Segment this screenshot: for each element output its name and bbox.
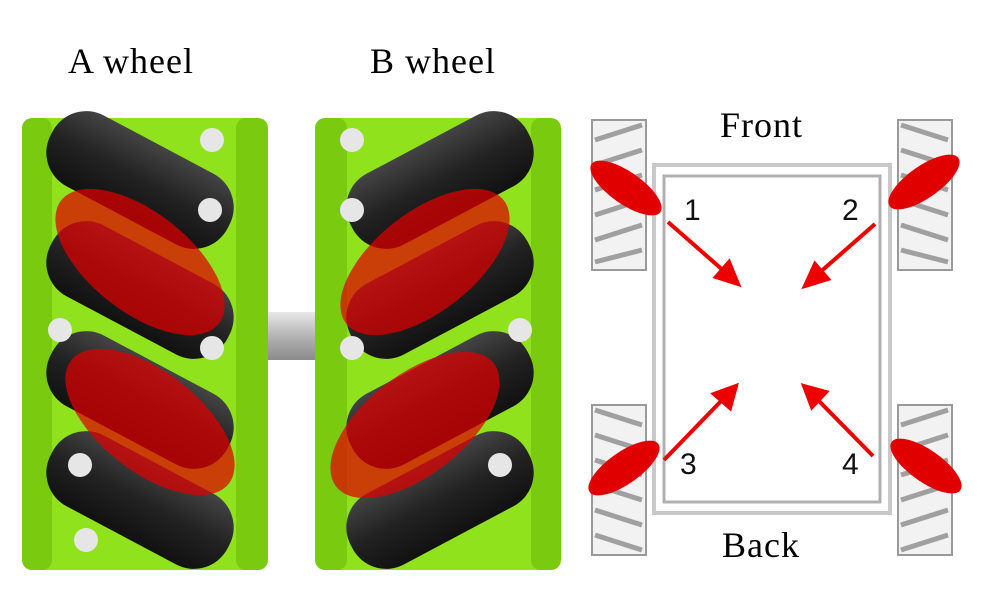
force-arrow-icon bbox=[662, 382, 739, 462]
chassis-diagram bbox=[588, 119, 962, 556]
wheel-pad-front-right bbox=[888, 119, 960, 271]
wheel-pad-back-right bbox=[890, 404, 962, 556]
mecanum-wheel-a-icon bbox=[22, 111, 268, 570]
contact-ellipse bbox=[330, 351, 500, 499]
front-label: Front bbox=[720, 105, 804, 145]
force-arrow-icon bbox=[800, 383, 875, 458]
wheel-number-1: 1 bbox=[684, 194, 701, 227]
chassis-frame bbox=[652, 163, 892, 515]
force-arrow-icon bbox=[801, 222, 877, 290]
contact-ellipse bbox=[65, 348, 235, 496]
contact-ellipse bbox=[340, 188, 510, 336]
wheel-number-2: 2 bbox=[842, 194, 859, 227]
force-arrow-icon bbox=[666, 220, 742, 288]
mecanum-wheel-b-icon bbox=[315, 111, 561, 570]
wheel-pad-back-left bbox=[588, 404, 660, 556]
wheel-a-title: A wheel bbox=[68, 41, 194, 81]
wheel-b-title: B wheel bbox=[370, 41, 496, 81]
wheel-number-4: 4 bbox=[842, 448, 859, 481]
contact-ellipse bbox=[55, 188, 225, 336]
wheel-pad-front-left bbox=[590, 119, 662, 271]
wheel-number-3: 3 bbox=[680, 448, 697, 481]
back-label: Back bbox=[722, 525, 800, 565]
